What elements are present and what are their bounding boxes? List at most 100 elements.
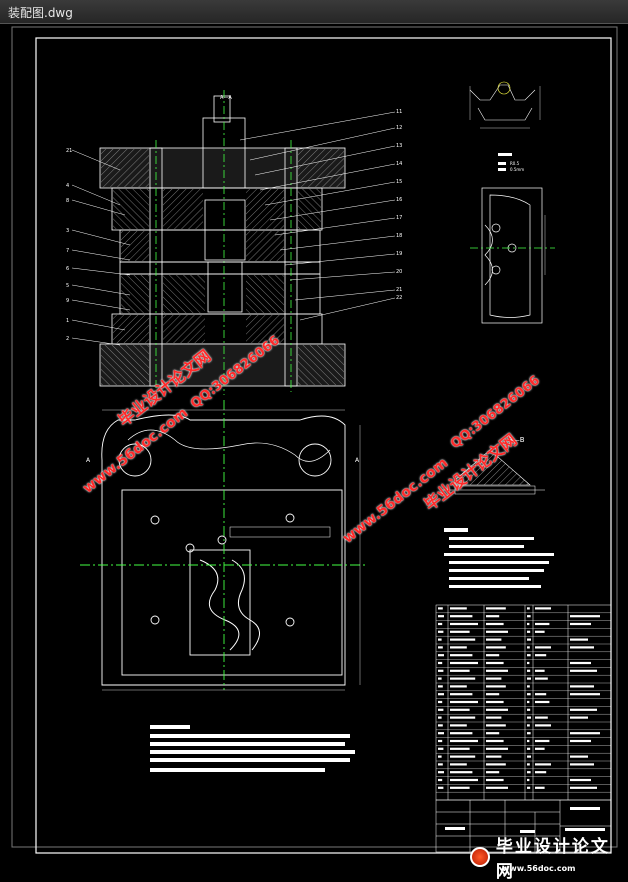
svg-text:6: 6	[66, 266, 69, 272]
section-bb-view: B—B	[440, 436, 545, 495]
parts-list-cell-text	[570, 661, 591, 665]
parts-list-cell-text	[438, 724, 443, 727]
parts-list-cell-text	[570, 755, 588, 758]
parts-list-cell-text	[486, 732, 500, 735]
section-markers: A A A—A	[86, 95, 360, 464]
parts-list-cell-text	[535, 693, 547, 696]
parts-list-cell-text	[570, 763, 594, 766]
drawing-border	[35, 37, 612, 854]
parts-list-cell-text	[527, 638, 531, 641]
brand-url: www.56doc.com	[502, 864, 576, 873]
parts-list-cell-text	[450, 615, 473, 618]
parts-list-cell-text	[486, 669, 508, 672]
parts-list-cell-text	[450, 778, 478, 782]
parts-list-cell-text	[535, 607, 551, 610]
parts-list-cell-text	[450, 622, 478, 626]
parts-list-cell-text	[527, 763, 530, 766]
parts-list-cell-text	[450, 708, 470, 711]
parts-list-cell-text	[438, 669, 444, 672]
parts-list-cell-text	[535, 669, 545, 672]
parts-list-cell-text	[438, 739, 443, 743]
parts-list-cell-text	[450, 747, 470, 750]
parts-list-cell-text	[438, 607, 443, 610]
svg-text:18: 18	[396, 233, 402, 239]
parts-list-cell-text	[527, 669, 531, 672]
parts-list-cell-text	[438, 661, 443, 665]
svg-text:3: 3	[66, 228, 69, 234]
parts-list-cell-text	[527, 739, 530, 743]
detail-view-part	[470, 187, 555, 324]
svg-text:9: 9	[66, 298, 69, 304]
parts-list-cell-text	[438, 786, 444, 789]
plan-view	[80, 400, 365, 691]
parts-list-cell-text	[450, 685, 467, 688]
svg-text:22: 22	[396, 295, 402, 301]
parts-list-cell-text	[438, 778, 443, 782]
parts-list-cell-text	[486, 615, 500, 618]
parts-list-cell-text	[486, 630, 508, 633]
svg-text:5: 5	[66, 283, 69, 289]
parts-list-cell-text	[527, 708, 531, 711]
svg-text:11: 11	[396, 109, 402, 115]
parts-list-cell-text	[438, 771, 444, 774]
svg-text:4: 4	[66, 183, 69, 189]
svg-text:R0.5: R0.5	[510, 161, 520, 166]
parts-list-cell-text	[570, 615, 600, 618]
parts-list-cell-text	[535, 786, 545, 789]
parts-list-cell-text	[486, 771, 500, 774]
parts-list-cell-text	[527, 724, 530, 727]
detail-notes: R0.5 0.5mm	[498, 153, 524, 172]
section-hatching	[101, 149, 344, 385]
parts-list-cell-text	[570, 669, 597, 672]
parts-list-cell-text	[450, 724, 467, 727]
parts-list-cell-text	[438, 708, 444, 711]
svg-text:A: A	[355, 457, 360, 464]
parts-list-cell-text	[438, 716, 442, 719]
parts-list-cell-text	[438, 677, 442, 680]
parts-list-cell-text	[486, 724, 506, 727]
parts-list-cell-text	[486, 786, 508, 789]
parts-list-cell-text	[450, 661, 478, 665]
parts-list-cell-text	[450, 739, 478, 743]
parts-list-cell-text	[450, 732, 473, 735]
parts-list-cell-text	[486, 778, 504, 782]
parts-list-cell-text	[486, 622, 504, 626]
parts-list-cell-text	[527, 607, 530, 610]
parts-list-cell-text	[450, 755, 476, 758]
parts-list-cell-text	[486, 755, 502, 758]
parts-list-cell-text	[450, 607, 467, 610]
parts-list-cell-text	[527, 661, 530, 665]
parts-list-cell-text	[450, 786, 470, 789]
parts-list-cell-text	[527, 646, 530, 649]
parts-list-cell-text	[570, 685, 594, 688]
window-titlebar: 装配图.dwg	[0, 0, 628, 24]
parts-list-cell-text	[438, 700, 443, 704]
parts-list-cell-text	[527, 786, 531, 789]
parts-list-cell-text	[486, 716, 502, 719]
parts-list-cell-text	[570, 638, 588, 641]
leader-lines-left	[71, 149, 131, 346]
parts-list-cell-text	[438, 732, 444, 735]
parts-list-cell-text	[535, 771, 547, 774]
parts-list-cell-text	[486, 747, 508, 750]
parts-list-cell-text	[486, 700, 504, 704]
svg-text:19: 19	[396, 251, 402, 257]
parts-list-cell-text	[438, 763, 443, 766]
title-block-text	[445, 807, 605, 833]
parts-list-cell-text	[570, 708, 597, 711]
leader-lines-right	[239, 111, 396, 321]
parts-list-cell-text	[438, 615, 444, 618]
parts-list-text	[438, 607, 600, 789]
parts-list-cell-text	[527, 615, 531, 618]
parts-list-cell-text	[527, 732, 531, 735]
parts-list-cell-text	[438, 755, 442, 758]
parts-list-cell-text	[450, 763, 467, 766]
brand-logo-icon	[470, 847, 490, 867]
svg-text:A: A	[86, 457, 91, 464]
parts-list-cell-text	[570, 646, 594, 649]
parts-list-cell-text	[438, 622, 443, 626]
parts-list-cell-text	[450, 646, 467, 649]
